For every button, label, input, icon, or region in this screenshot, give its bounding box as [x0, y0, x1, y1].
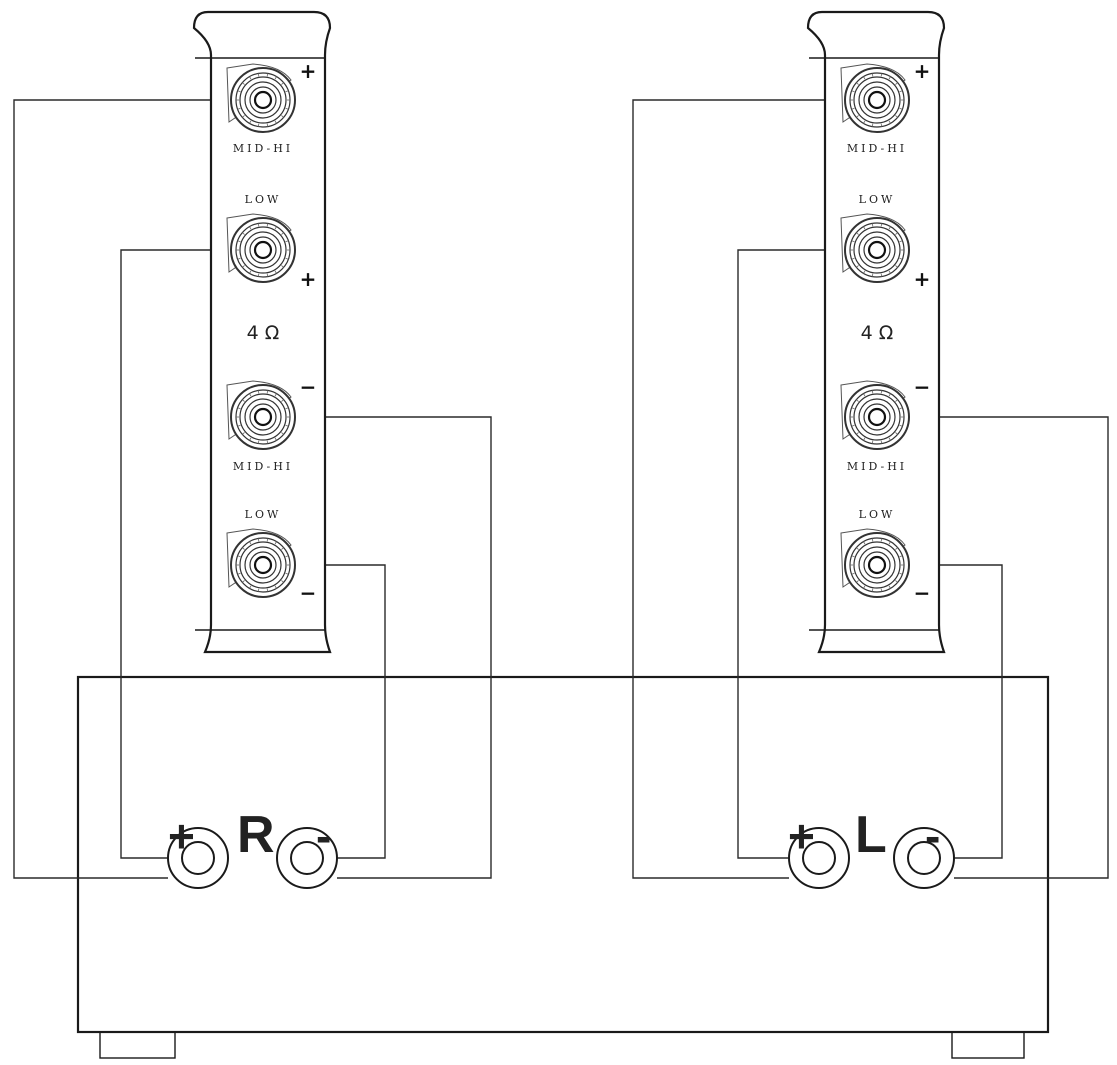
speaker-l-post-midhi-plus: [840, 63, 910, 133]
speaker-right: [192, 10, 332, 654]
wire-l-low-plus: [737, 249, 846, 859]
amp-terminal-r-plus: [167, 827, 229, 889]
amplifier-body: [76, 675, 1050, 1034]
speaker-r-post-low-minus: [226, 528, 296, 598]
speaker-l-plus-top: +: [914, 59, 931, 83]
speaker-r-midhi-bottom-label: MID-HI: [233, 460, 293, 473]
speaker-r-low-top-label: LOW: [245, 193, 282, 206]
speaker-r-post-midhi-plus: [226, 63, 296, 133]
wire-r-midhi-plus: [13, 99, 232, 879]
speaker-l-post-low-minus: [840, 528, 910, 598]
speaker-r-midhi-top-label: MID-HI: [233, 142, 293, 155]
amplifier-foot-left: [99, 1031, 176, 1059]
wire-r-low-minus: [296, 564, 386, 859]
speaker-left: [806, 10, 946, 654]
amp-r-minus-label: -: [316, 810, 331, 862]
speaker-l-minus-low: −: [914, 581, 931, 605]
amp-l-name-label: L: [855, 806, 887, 864]
speaker-l-minus-mid: −: [914, 375, 931, 399]
amp-l-minus-label: -: [925, 810, 940, 862]
speaker-r-minus-low: −: [300, 581, 317, 605]
amp-terminal-r-minus: [276, 827, 338, 889]
speaker-l-post-midhi-minus: [840, 380, 910, 450]
wire-r-midhi-minus: [296, 416, 492, 879]
amp-terminal-l-plus: [788, 827, 850, 889]
speaker-r-low-bottom-label: LOW: [245, 508, 282, 521]
speaker-r-minus-mid: −: [300, 375, 317, 399]
wire-r-low-plus: [120, 249, 232, 859]
speaker-r-post-midhi-minus: [226, 380, 296, 450]
amp-l-plus-label: +: [788, 810, 815, 862]
amp-r-name-label: R: [237, 806, 275, 864]
speaker-r-post-low-plus: [226, 213, 296, 283]
speaker-l-low-top-label: LOW: [859, 193, 896, 206]
wire-l-low-minus: [910, 564, 1003, 859]
speaker-l-low-bottom-label: LOW: [859, 508, 896, 521]
amp-terminal-l-minus: [893, 827, 955, 889]
speaker-r-impedance-label: 4 Ω: [247, 322, 280, 344]
amplifier-foot-right: [951, 1031, 1025, 1059]
wiring: [13, 99, 1109, 879]
speaker-r-plus-low: +: [300, 267, 317, 291]
amp-r-plus-label: +: [168, 810, 195, 862]
speaker-l-post-low-plus: [840, 213, 910, 283]
speaker-l-midhi-bottom-label: MID-HI: [847, 460, 907, 473]
amplifier: [76, 675, 1050, 1059]
speaker-r-plus-top: +: [300, 59, 317, 83]
wire-l-midhi-minus: [910, 416, 1109, 879]
speaker-l-midhi-top-label: MID-HI: [847, 142, 907, 155]
wire-l-midhi-plus: [632, 99, 846, 879]
speaker-binding-posts: [226, 63, 910, 598]
speaker-l-plus-low: +: [914, 267, 931, 291]
speaker-l-impedance-label: 4 Ω: [861, 322, 894, 344]
